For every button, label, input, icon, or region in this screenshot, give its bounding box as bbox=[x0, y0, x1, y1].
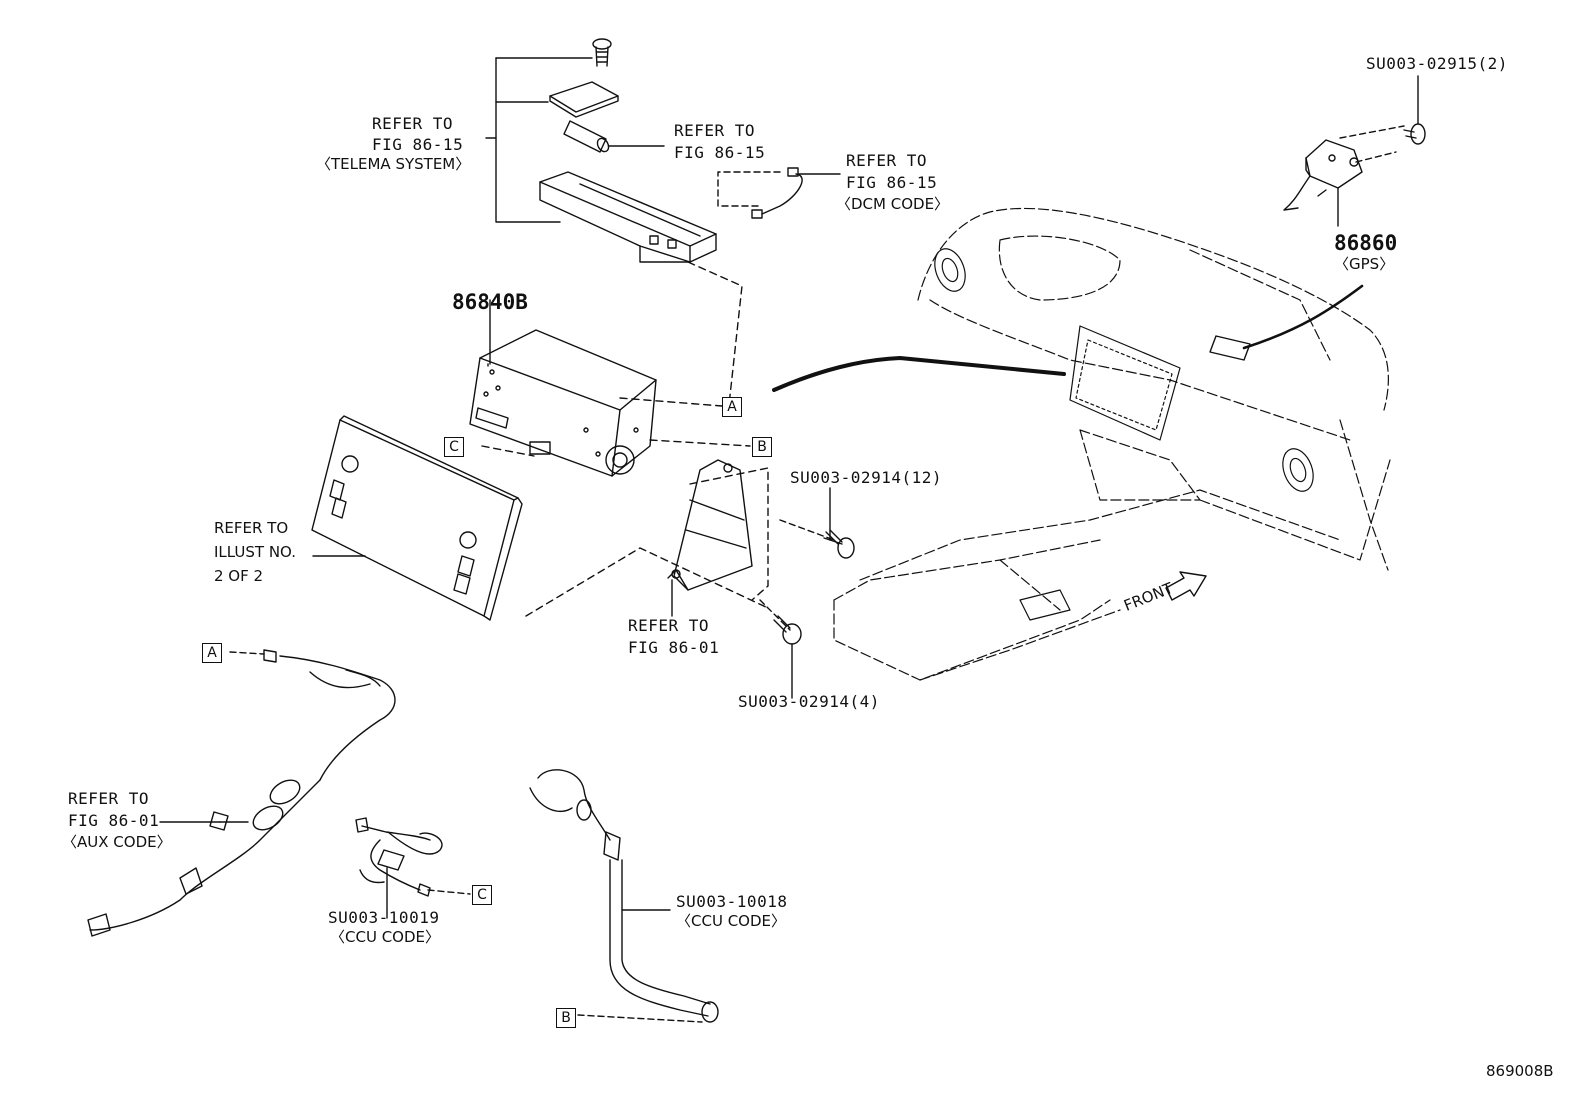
gps-cable bbox=[1209, 284, 1364, 361]
bolt-upper bbox=[779, 519, 855, 559]
telema-cover-plate bbox=[549, 81, 619, 118]
marker-a-unit: A bbox=[722, 397, 742, 417]
part-su003-10018-desc: 〈CCU CODE〉 bbox=[676, 912, 787, 930]
fig8615-ref-line1: REFER TO bbox=[674, 121, 756, 140]
ccu-cable-10018 bbox=[529, 769, 719, 1023]
dcm-ref-line1: REFER TO bbox=[846, 151, 928, 170]
dcm-cable bbox=[717, 167, 841, 219]
front-bezel-panel bbox=[311, 415, 523, 621]
dashboard-outline bbox=[833, 207, 1391, 681]
part-su003-02914-4: SU003-02914(4) bbox=[738, 692, 880, 711]
part-su003-02915: SU003-02915(2) bbox=[1366, 54, 1508, 73]
part-su003-10019: SU003-10019 bbox=[328, 908, 440, 927]
illust-ref-line1: REFER TO bbox=[214, 519, 289, 537]
marker-c-unit: C bbox=[444, 437, 464, 457]
aux-ref-line2: FIG 86-01 bbox=[68, 811, 160, 830]
aux-cable-harness bbox=[87, 649, 396, 937]
telema-bracket-lines bbox=[485, 57, 593, 223]
telema-ref-line1: REFER TO bbox=[372, 114, 454, 133]
marker-c-harness: C bbox=[472, 885, 492, 905]
head-unit-86840b bbox=[469, 299, 657, 477]
bolt-lower bbox=[759, 599, 802, 645]
part-86860-desc: 〈GPS〉 bbox=[1334, 255, 1395, 273]
illust-ref-line2: ILLUST NO. bbox=[214, 543, 297, 561]
telema-module bbox=[539, 171, 717, 263]
display-cable bbox=[772, 356, 1066, 392]
dcm-ref-line3: 〈DCM CODE〉 bbox=[836, 195, 950, 213]
marker-a-harness: A bbox=[202, 643, 222, 663]
fig8601-ref-line1: REFER TO bbox=[628, 616, 710, 635]
telema-screw bbox=[592, 38, 612, 67]
fig8615-ref-line2: FIG 86-15 bbox=[674, 143, 766, 162]
part-su003-10018: SU003-10018 bbox=[676, 892, 788, 911]
telema-ref-line2: FIG 86-15 bbox=[372, 135, 464, 154]
aux-ref-line1: REFER TO bbox=[68, 789, 150, 808]
illust-ref-line3: 2 OF 2 bbox=[214, 567, 264, 585]
gps-antenna bbox=[1283, 75, 1426, 227]
part-su003-02914-12: SU003-02914(12) bbox=[790, 468, 942, 487]
dcm-ref-line2: FIG 86-15 bbox=[846, 173, 938, 192]
ccu-harness-10019 bbox=[355, 817, 471, 897]
mounting-bracket bbox=[667, 459, 769, 601]
marker-b-harness: B bbox=[556, 1008, 576, 1028]
front-arrow-icon bbox=[1165, 571, 1207, 601]
head-unit-connector-lines bbox=[481, 397, 751, 457]
part-su003-10019-desc: 〈CCU CODE〉 bbox=[330, 928, 441, 946]
fig8601-ref-line2: FIG 86-01 bbox=[628, 638, 720, 657]
telema-ref-line3: 〈TELEMA SYSTEM〉 bbox=[316, 155, 471, 173]
diagram-code: 869008B bbox=[1486, 1062, 1554, 1080]
marker-b-unit: B bbox=[752, 437, 772, 457]
part-86860: 86860 bbox=[1334, 231, 1398, 255]
telema-cylinder bbox=[563, 120, 665, 153]
aux-ref-line3: 〈AUX CODE〉 bbox=[62, 833, 172, 851]
part-86840b: 86840B bbox=[452, 290, 528, 314]
